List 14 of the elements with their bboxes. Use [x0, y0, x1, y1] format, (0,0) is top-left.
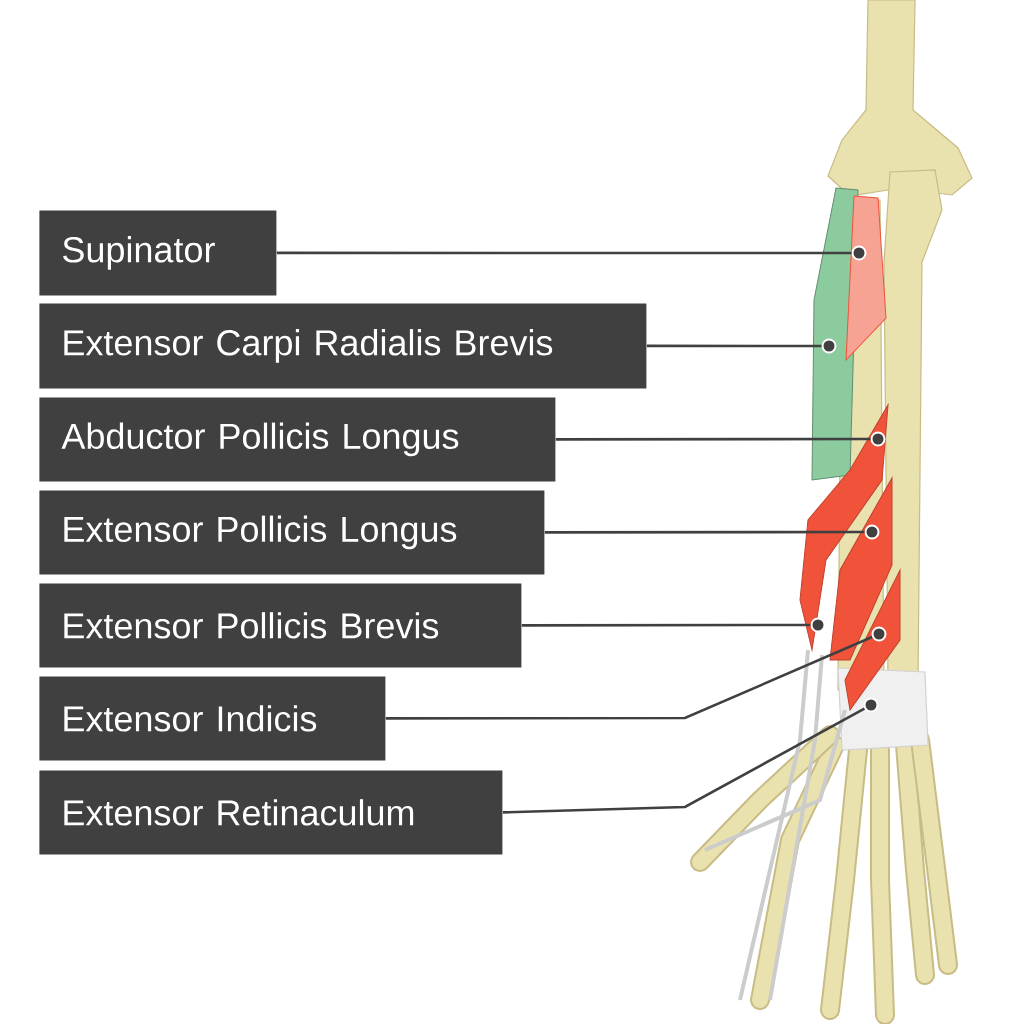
label-box: Extensor Indicis	[39, 676, 386, 761]
leader-line	[555, 437, 871, 441]
leader-line	[521, 623, 811, 627]
label-box: Extensor Retinaculum	[39, 770, 503, 855]
label-box: Supinator	[39, 210, 277, 296]
leader-line	[276, 251, 852, 255]
label-box: Extensor Pollicis Longus	[39, 490, 545, 575]
label-box: Abductor Pollicis Longus	[39, 397, 556, 482]
leader-line	[385, 635, 873, 720]
label-box: Extensor Pollicis Brevis	[39, 583, 522, 668]
leader-line	[544, 530, 865, 534]
leader-line	[646, 344, 822, 348]
label-box: Extensor Carpi Radialis Brevis	[39, 303, 647, 389]
leader-line	[502, 707, 866, 814]
